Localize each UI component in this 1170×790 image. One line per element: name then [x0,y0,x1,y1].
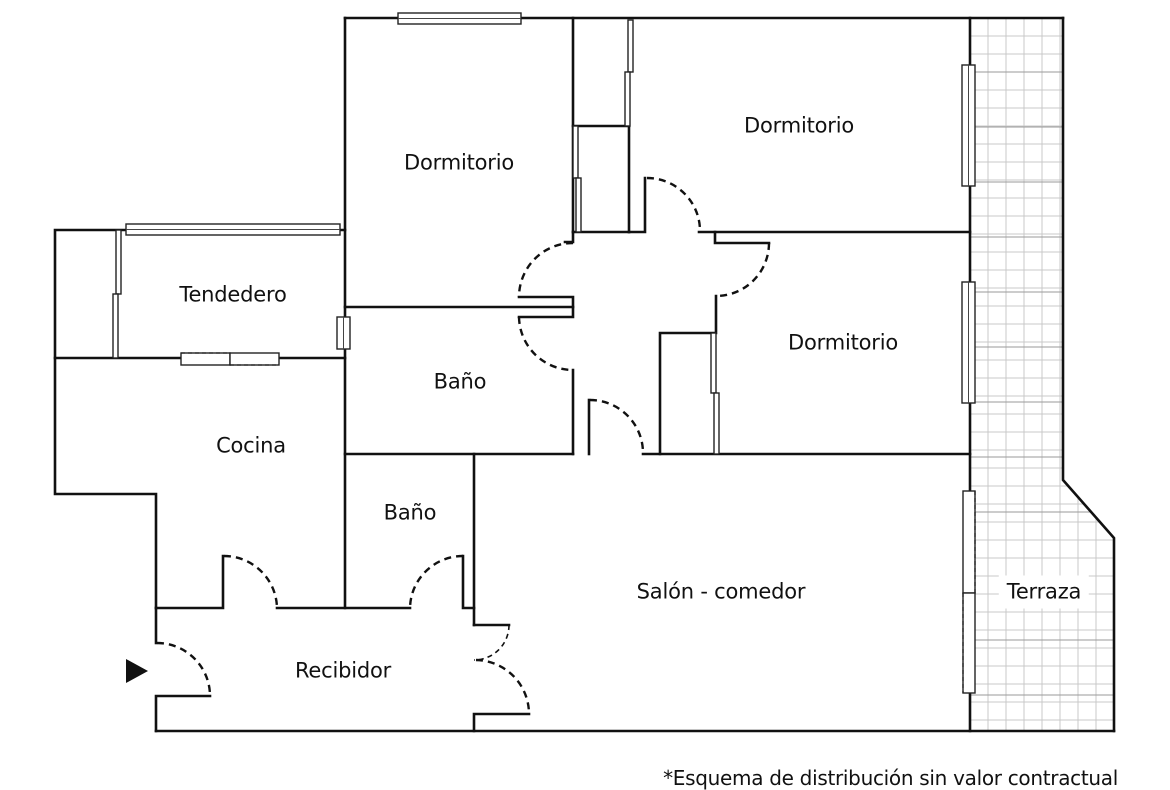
walls [53,16,1116,733]
windows [125,12,976,404]
room-label-cocina: Cocina [216,433,286,458]
room-label-terraza: Terraza [998,575,1090,609]
room-label-dormitorio-1: Dormitorio [404,150,514,175]
room-label-bano-1: Baño [433,369,487,394]
room-label-dormitorio-2: Dormitorio [744,113,854,138]
room-label-recibidor: Recibidor [294,658,392,683]
sliding-doors [112,19,976,694]
door-swings [156,176,771,715]
entrance-arrow-icon [126,659,148,683]
disclaimer-note: *Esquema de distribución sin valor contr… [663,766,1118,790]
room-label-bano-2: Baño [383,500,437,525]
room-label-tendedero: Tendedero [179,282,287,307]
room-label-salon-comedor: Salón - comedor [636,579,806,604]
room-label-dormitorio-3: Dormitorio [788,330,898,355]
terrace-tiles [970,18,1114,731]
